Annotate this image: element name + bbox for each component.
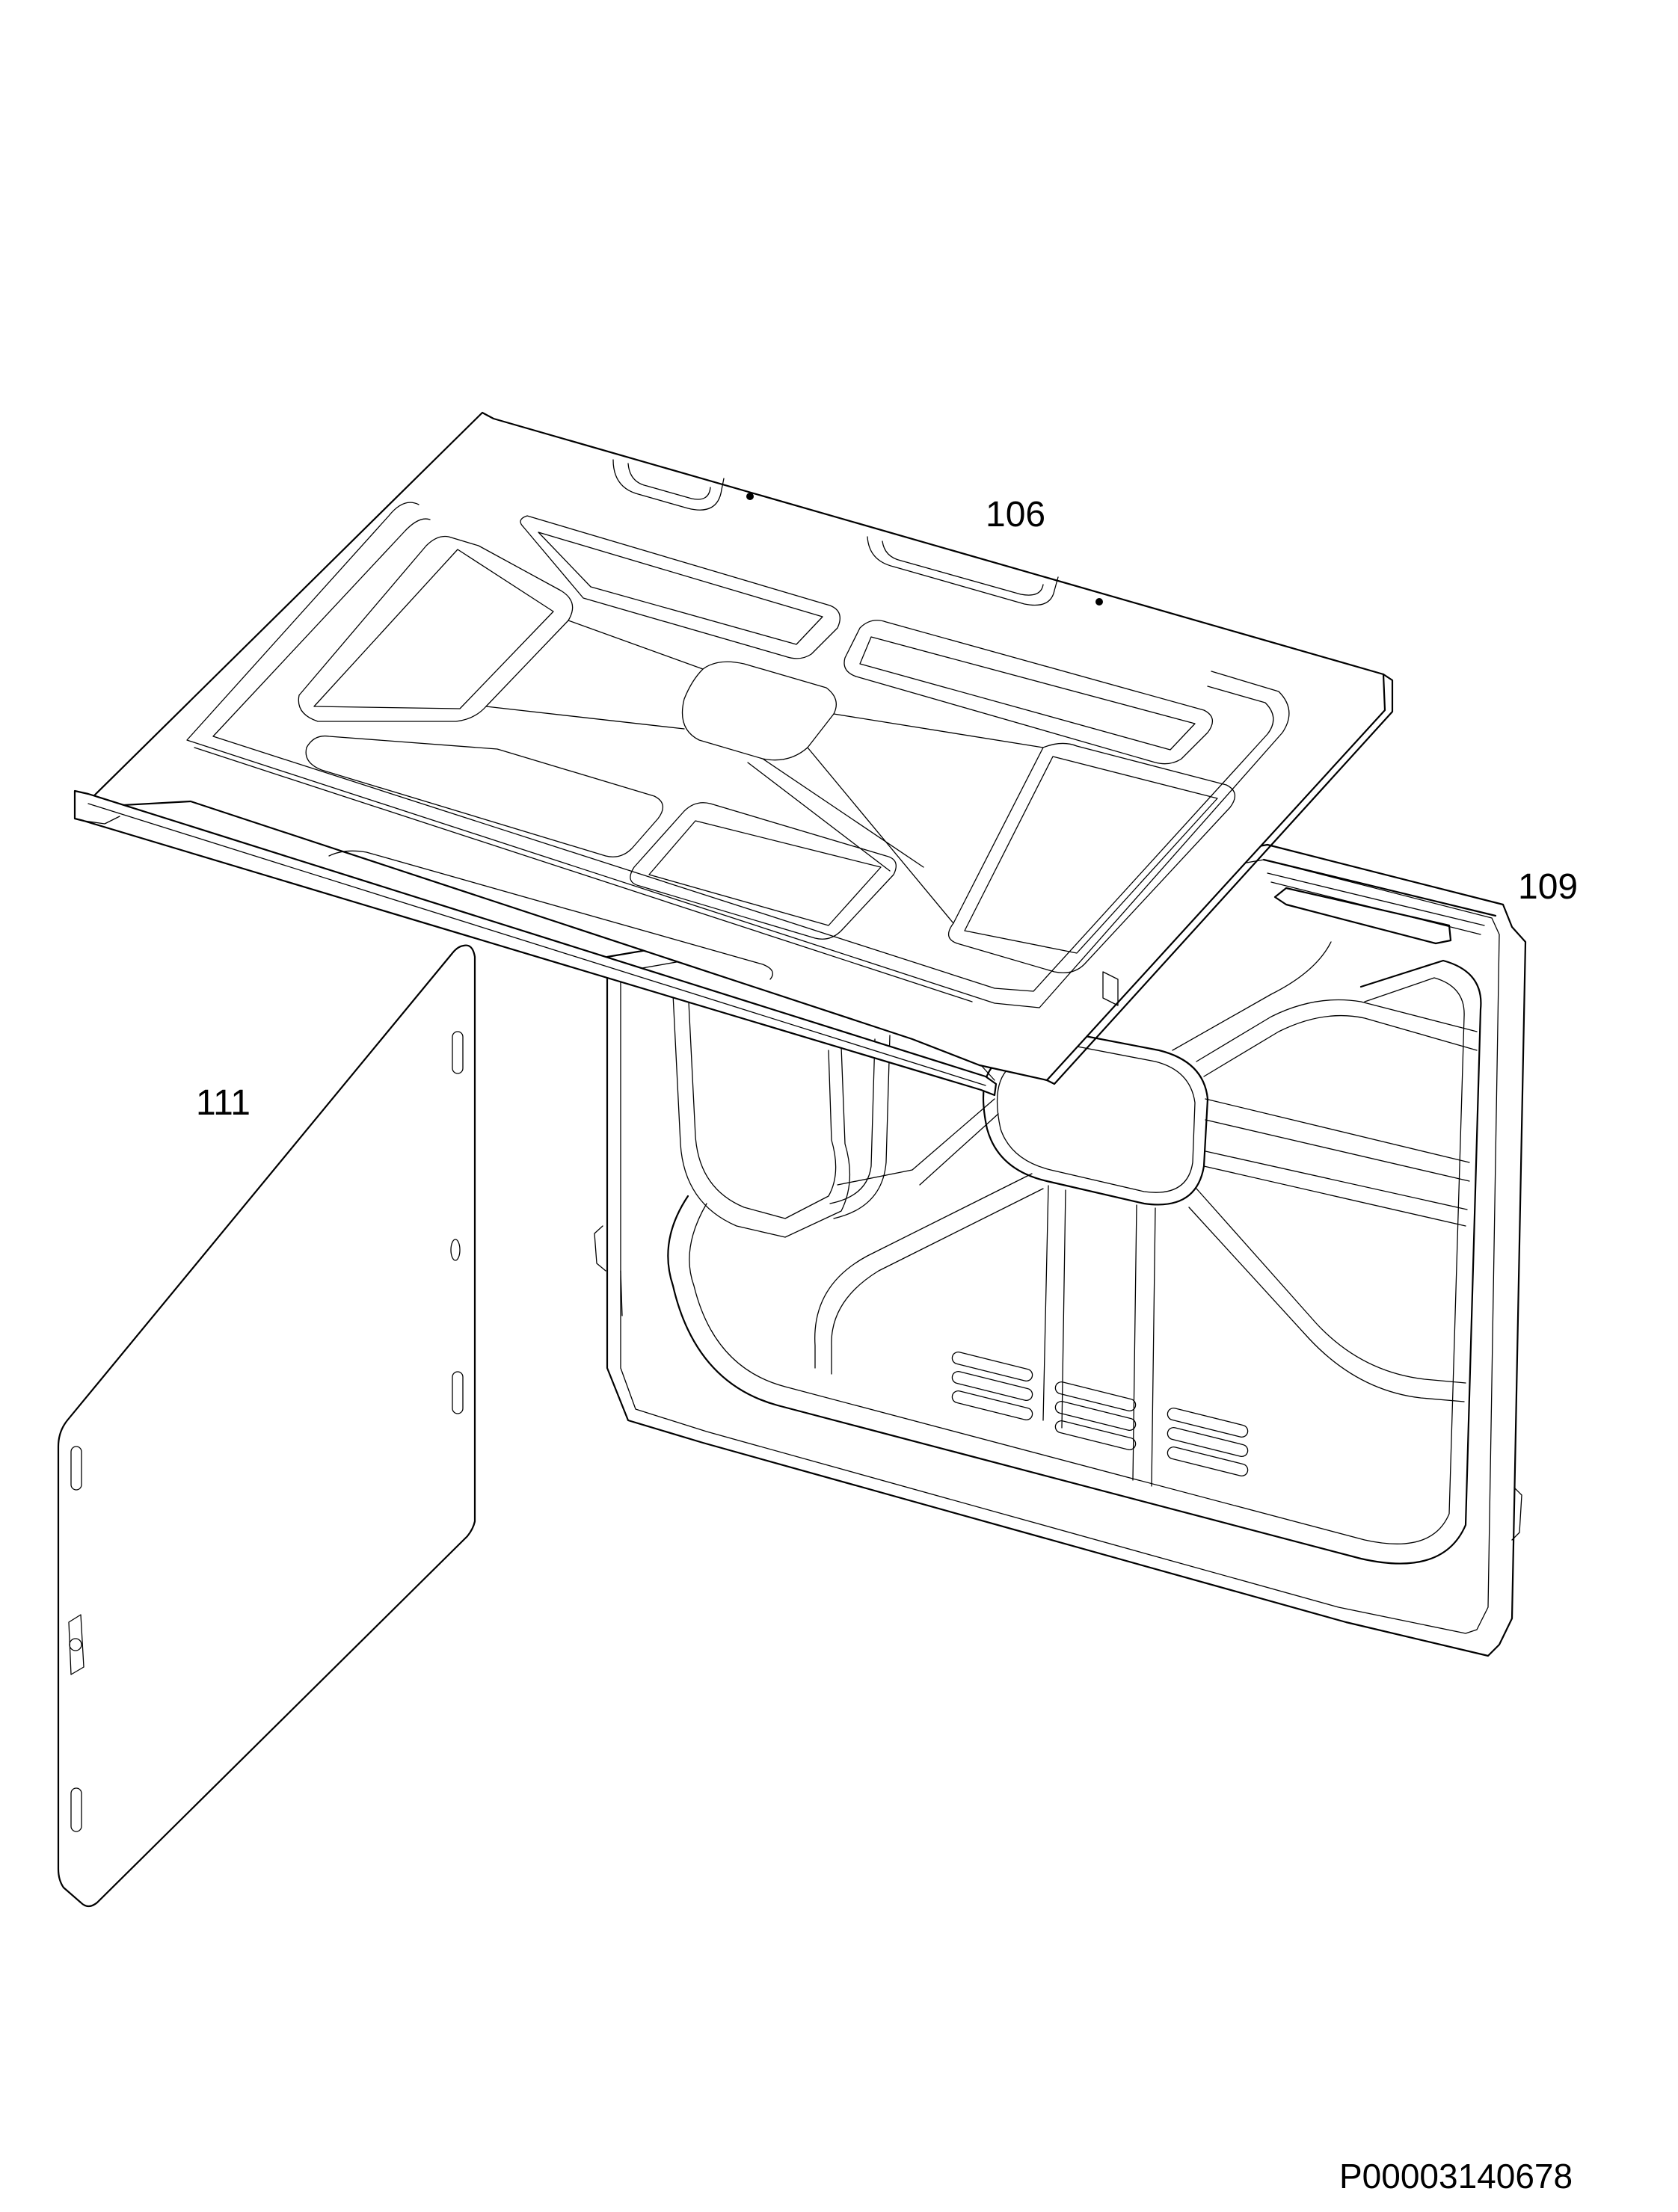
vent-slots xyxy=(951,1351,1249,1477)
slot xyxy=(452,1031,464,1074)
slot xyxy=(70,1787,82,1832)
part-111-side-panel xyxy=(57,944,476,1908)
hole xyxy=(450,1239,461,1261)
slot xyxy=(452,1371,464,1414)
callout-111: 111 xyxy=(196,1083,251,1123)
drawing-code: P00003140678 xyxy=(1339,2157,1573,2196)
part-109-rear-panel xyxy=(594,843,1527,1657)
part-106-top-panel xyxy=(73,411,1394,1097)
callout-106: 106 xyxy=(986,495,1046,534)
callout-109: 109 xyxy=(1518,867,1579,907)
slot xyxy=(70,1446,82,1491)
